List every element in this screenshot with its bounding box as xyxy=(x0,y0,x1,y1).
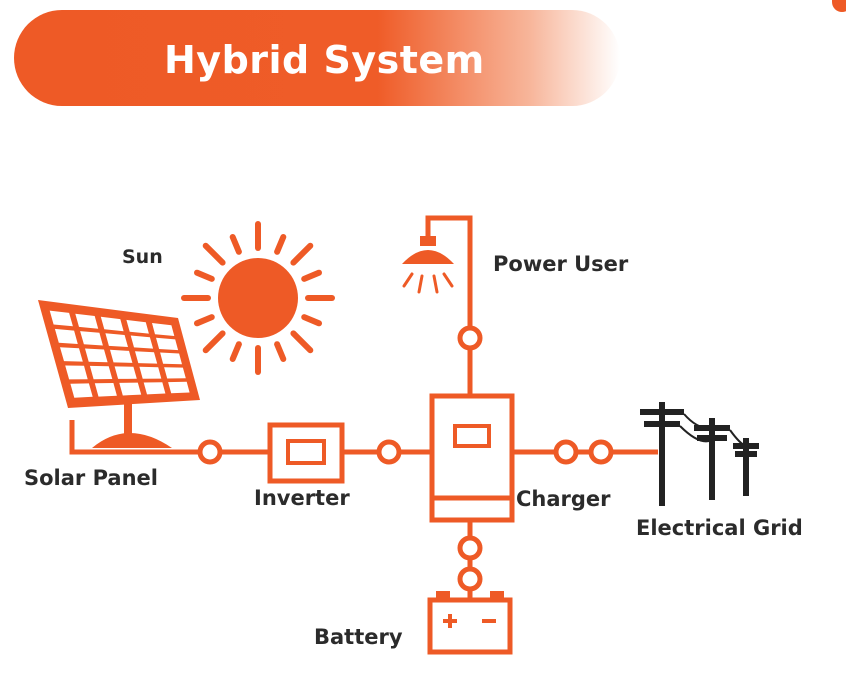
inverter-icon xyxy=(267,422,345,484)
wire-charger-to-power-user xyxy=(425,215,473,396)
sun-ray xyxy=(274,341,287,362)
sun-ray xyxy=(290,242,314,266)
solar-panel-label: Solar Panel xyxy=(24,466,158,490)
panel-cell xyxy=(143,382,166,395)
panel-cell xyxy=(119,382,142,396)
sun-label: Sun xyxy=(122,246,163,268)
panel-cell xyxy=(114,366,137,379)
page-title: Hybrid System xyxy=(164,38,485,82)
sun-ray xyxy=(229,341,242,362)
sun-ray xyxy=(194,269,215,282)
connector-node xyxy=(588,439,614,465)
panel-cell xyxy=(168,381,190,394)
panel-cell xyxy=(89,365,113,380)
panel-cell xyxy=(75,313,99,329)
connector-node xyxy=(457,566,483,592)
panel-cell xyxy=(152,323,175,336)
panel-cell xyxy=(94,383,117,397)
sun-icon xyxy=(181,221,335,375)
charger-label: Charger xyxy=(516,487,611,511)
inverter-label: Inverter xyxy=(254,486,350,510)
electrical-grid-icon xyxy=(640,402,759,506)
panel-cell xyxy=(105,333,128,347)
battery-label: Battery xyxy=(314,625,403,649)
power-user-label: Power User xyxy=(493,252,629,276)
connector-node xyxy=(457,535,483,561)
panel-cell xyxy=(80,331,103,346)
corner-decoration xyxy=(832,0,846,12)
panel-cell xyxy=(60,347,83,362)
panel-cell xyxy=(130,335,154,349)
panel-cell xyxy=(156,337,179,351)
electrical-grid-label: Electrical Grid xyxy=(636,516,803,540)
connector-node xyxy=(197,439,223,465)
charger-icon xyxy=(429,393,515,523)
panel-cell xyxy=(126,319,149,334)
panel-cell xyxy=(100,316,124,332)
connector-node xyxy=(376,439,402,465)
sun-ray xyxy=(229,234,242,255)
panel-cell xyxy=(65,365,88,380)
connector-node xyxy=(553,439,579,465)
title-banner: Hybrid System xyxy=(14,10,620,106)
panel-cell xyxy=(135,351,158,364)
panel-cell xyxy=(139,366,162,379)
lamp-icon xyxy=(402,236,454,294)
panel-cell xyxy=(160,352,182,365)
sun-ray xyxy=(194,314,215,327)
sun-ray xyxy=(274,234,287,255)
sun-ray xyxy=(202,242,226,266)
sun-ray xyxy=(202,330,226,354)
sun-ray xyxy=(290,330,314,354)
panel-cell xyxy=(49,310,73,327)
solar-panel-icon xyxy=(38,300,200,448)
sun-ray xyxy=(301,269,322,282)
panel-cell xyxy=(54,328,78,344)
panel-cell xyxy=(164,367,186,379)
sun-ray xyxy=(301,314,322,327)
connector-node xyxy=(457,325,483,351)
battery-icon xyxy=(427,591,513,655)
panel-cell xyxy=(85,348,108,363)
panel-cell xyxy=(70,383,93,398)
panel-cell xyxy=(110,349,133,363)
